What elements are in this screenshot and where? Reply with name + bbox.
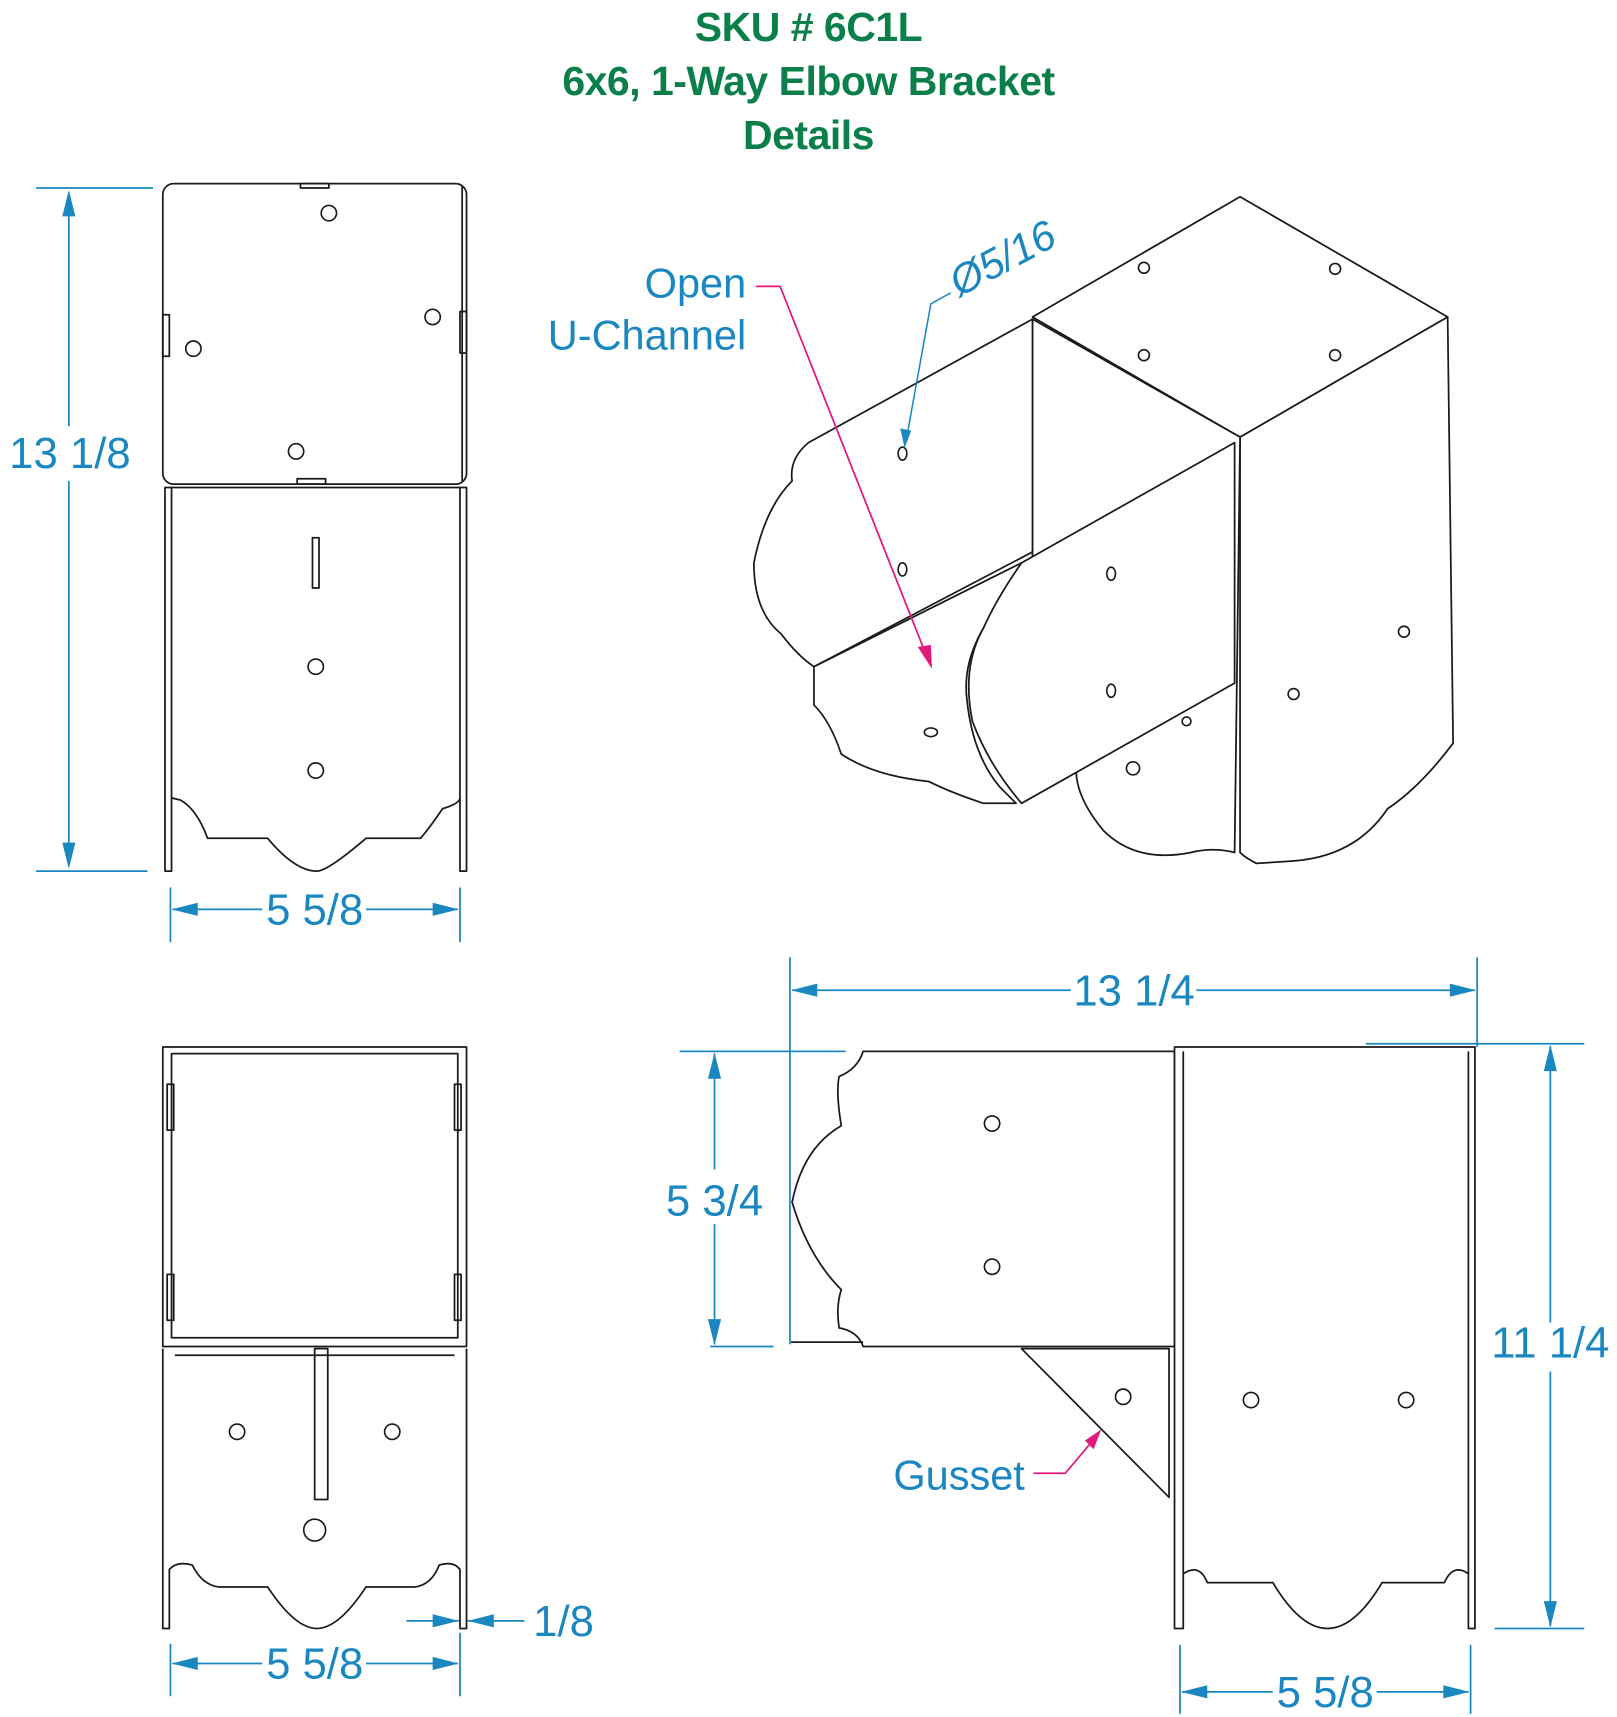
horizontal-arm [791, 1050, 1176, 1348]
gusset-edge [313, 1347, 329, 1501]
bolt-hole [228, 1423, 246, 1441]
sku-title: SKU # 6C1L [694, 4, 923, 50]
leg-plate [164, 486, 468, 872]
bolt-hole [1397, 1391, 1415, 1409]
bolt-hole [307, 658, 325, 676]
front-view-top: 13 1/8 5 5/8 [9, 182, 468, 943]
bolt-hole [307, 762, 325, 779]
width-dimension: 5 5/8 [266, 886, 363, 935]
slot [311, 536, 320, 589]
open-callout-line2: U-Channel [548, 312, 746, 359]
bolt-hole [1242, 1391, 1260, 1409]
arm-height-dimension: 5 3/4 [666, 1176, 763, 1225]
tab [459, 310, 468, 354]
arm-bottom-face [813, 561, 1023, 805]
bolt-hole [983, 1115, 1001, 1133]
isometric-view: Open U-Channel Ø5/16 [548, 195, 1454, 865]
overall-height-dimension: 11 1/4 [1491, 1318, 1609, 1367]
leg-plate [161, 1348, 468, 1630]
details-title: Details [743, 112, 874, 158]
tab [296, 477, 327, 486]
hole-leader [904, 292, 951, 443]
bolt-hole [287, 442, 305, 460]
arm-back-face [752, 318, 1034, 668]
top-plate [161, 182, 468, 486]
title-block: SKU # 6C1L 6x6, 1-Way Elbow Bracket Deta… [0, 0, 1617, 162]
bolt-hole [1114, 1388, 1132, 1406]
height-dimension: 13 1/8 [9, 429, 130, 478]
u-channel-outline [161, 1046, 468, 1348]
product-title: 6x6, 1-Way Elbow Bracket [562, 58, 1055, 104]
bolt-hole [320, 204, 338, 222]
vertical-leg [1173, 1046, 1476, 1630]
gusset [1020, 1347, 1170, 1499]
tab [161, 313, 171, 358]
bolt-hole [983, 1258, 1001, 1276]
length-dimension: 13 1/4 [1073, 966, 1194, 1015]
open-callout-line1: Open [645, 259, 747, 306]
bolt-hole [383, 1423, 401, 1441]
gusset-callout: Gusset [893, 1452, 1025, 1499]
bolt-hole [184, 340, 202, 358]
open-channel-leader [756, 285, 928, 657]
bolt-hole [302, 1518, 327, 1542]
width-dimension: 5 5/8 [1277, 1668, 1374, 1717]
tab [299, 182, 330, 189]
vertical-leg-face [1239, 316, 1454, 865]
gusset-leader [1033, 1437, 1096, 1475]
width-dimension: 5 5/8 [266, 1640, 363, 1689]
front-view-bottom: 5 5/8 1/8 [161, 1046, 594, 1697]
thickness-dimension: 1/8 [533, 1597, 594, 1646]
arm-front-face [967, 441, 1236, 805]
bolt-hole [424, 308, 442, 326]
side-view: 13 1/4 5 3/4 11 1/4 5 5/8 Gusset [666, 957, 1609, 1717]
hole-diameter-callout: Ø5/16 [940, 210, 1064, 306]
